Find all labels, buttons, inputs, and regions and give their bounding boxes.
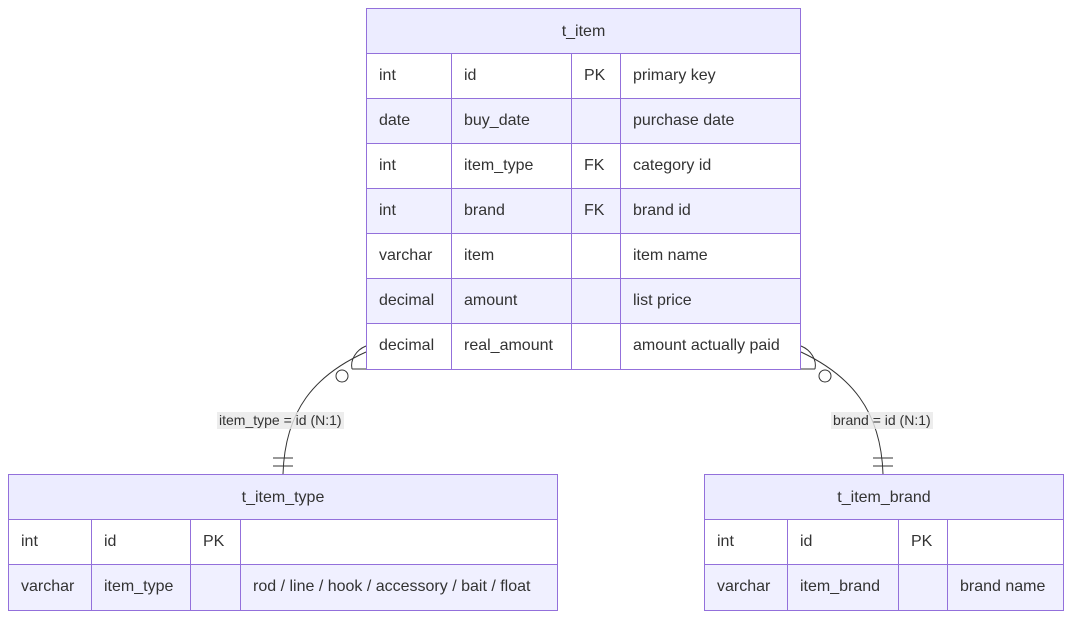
entity-t-item-type: t_item_type int id PK varchar item_type …: [8, 474, 558, 611]
attr-name: brand: [452, 189, 572, 233]
table-row: decimal real_amount amount actually paid: [367, 324, 800, 369]
entity-title: t_item_brand: [705, 475, 1063, 520]
attr-comment: [948, 520, 1063, 564]
attr-name: buy_date: [452, 99, 572, 143]
relationship-label-item-type: item_type = id (N:1): [217, 412, 344, 429]
attr-key: FK: [572, 189, 621, 233]
relationship-brand: [800, 345, 893, 475]
one-bar-icon: [873, 457, 893, 467]
attr-name: item_brand: [788, 565, 899, 610]
attr-name: id: [452, 54, 572, 98]
table-row: varchar item_type rod / line / hook / ac…: [9, 565, 557, 610]
attr-type: varchar: [705, 565, 788, 610]
attr-type: int: [705, 520, 788, 564]
crowfoot-many-icon: [351, 345, 367, 370]
attr-comment: category id: [633, 157, 712, 174]
table-row: int brand FK brand id: [367, 189, 800, 234]
table-row: int id PK: [9, 520, 557, 565]
attr-key: [191, 565, 241, 610]
attr-comment: [241, 520, 557, 564]
table-row: int item_type FK category id: [367, 144, 800, 189]
attr-comment: item name: [633, 247, 708, 264]
one-bar-icon: [273, 457, 293, 467]
table-row: int id PK: [705, 520, 1063, 565]
attr-key: [572, 324, 621, 369]
relationship-item-type: [273, 345, 367, 475]
table-row: int id PK primary key: [367, 54, 800, 99]
attr-comment: amount actually paid: [633, 337, 780, 354]
entity-title: t_item: [367, 9, 800, 54]
attr-name: amount: [452, 279, 572, 323]
attr-name: item: [452, 234, 572, 278]
entity-t-item-brand: t_item_brand int id PK varchar item_bran…: [704, 474, 1064, 611]
attr-name: item_type: [92, 565, 191, 610]
attr-comment: brand name: [960, 578, 1046, 595]
relationship-label-brand: brand = id (N:1): [831, 412, 933, 429]
zero-circle-icon: [818, 369, 832, 383]
attr-comment: purchase date: [633, 112, 735, 129]
attr-key: [572, 99, 621, 143]
attr-type: int: [9, 520, 92, 564]
attr-type: int: [367, 144, 452, 188]
attr-key: PK: [572, 54, 621, 98]
attr-comment: list price: [633, 292, 692, 309]
table-row: decimal amount list price: [367, 279, 800, 324]
attr-type: decimal: [367, 324, 452, 369]
attr-key: [899, 565, 948, 610]
attr-name: id: [92, 520, 191, 564]
table-row: date buy_date purchase date: [367, 99, 800, 144]
entity-title: t_item_type: [9, 475, 557, 520]
attr-key: PK: [191, 520, 241, 564]
table-row: varchar item item name: [367, 234, 800, 279]
attr-type: varchar: [9, 565, 92, 610]
attr-type: varchar: [367, 234, 452, 278]
attr-type: int: [367, 54, 452, 98]
attr-comment: primary key: [633, 67, 716, 84]
entity-t-item: t_item int id PK primary key date buy_da…: [366, 8, 801, 370]
table-row: varchar item_brand brand name: [705, 565, 1063, 610]
attr-name: real_amount: [452, 324, 572, 369]
attr-key: [572, 234, 621, 278]
attr-type: int: [367, 189, 452, 233]
attr-type: decimal: [367, 279, 452, 323]
attr-key: FK: [572, 144, 621, 188]
attr-comment: rod / line / hook / accessory / bait / f…: [253, 578, 531, 595]
attr-comment: brand id: [633, 202, 691, 219]
crowfoot-many-icon: [800, 345, 816, 370]
attr-name: item_type: [452, 144, 572, 188]
attr-key: [572, 279, 621, 323]
attr-key: PK: [899, 520, 948, 564]
zero-circle-icon: [335, 369, 349, 383]
attr-type: date: [367, 99, 452, 143]
attr-name: id: [788, 520, 899, 564]
